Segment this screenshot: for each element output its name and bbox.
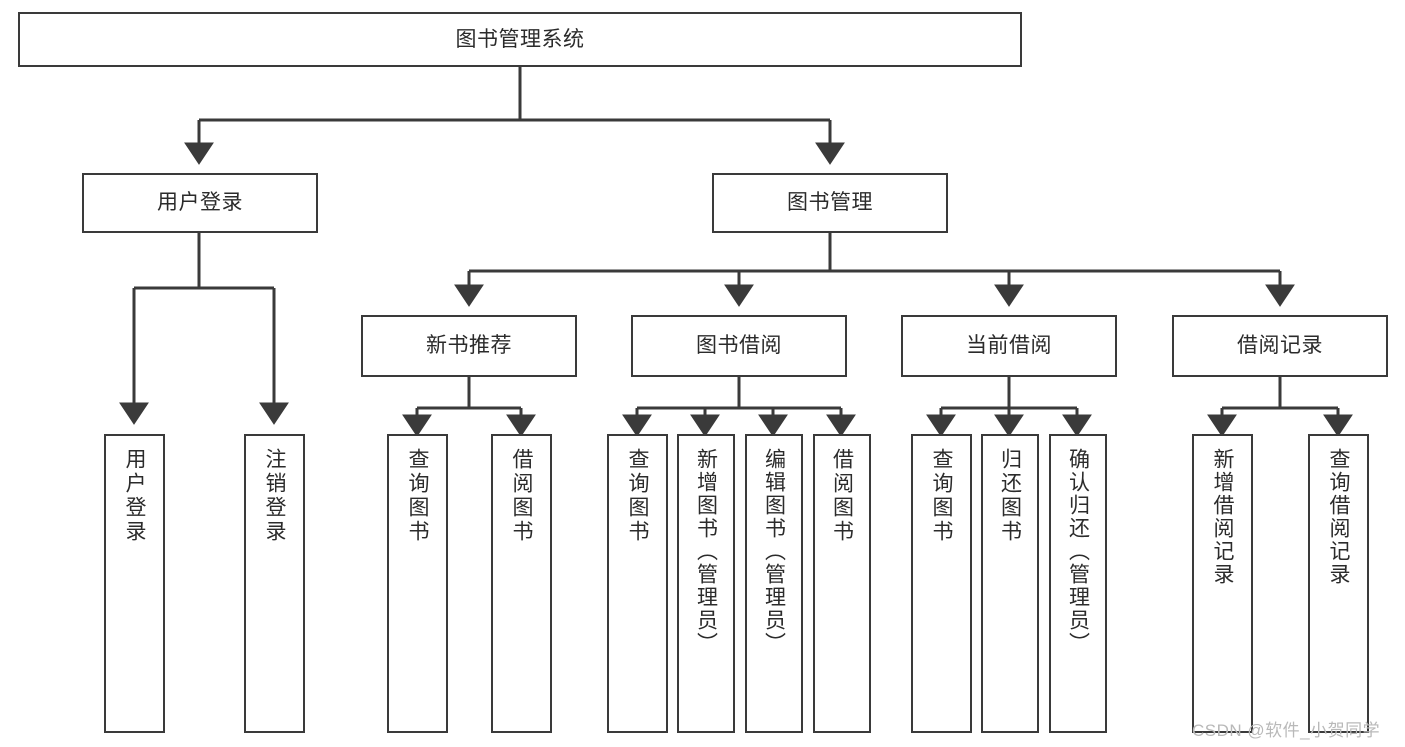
node-label: 注销登录 xyxy=(263,448,286,544)
node-label: 借阅图书 xyxy=(510,448,533,544)
node-label: 新增图书（管理员） xyxy=(694,448,718,655)
node-label: 图书管理系统 xyxy=(455,27,585,51)
leaf-records-add-record[interactable]: 新增借阅记录 xyxy=(1192,434,1253,733)
leaf-current-query-book[interactable]: 查询图书 xyxy=(911,434,972,733)
node-book-management[interactable]: 图书管理 xyxy=(712,173,948,233)
node-label: 查询图书 xyxy=(930,448,953,544)
node-label: 借阅图书 xyxy=(830,448,854,544)
node-label: 查询借阅记录 xyxy=(1327,448,1350,586)
leaf-borrow-query-book[interactable]: 查询图书 xyxy=(607,434,668,733)
node-label: 当前借阅 xyxy=(966,334,1052,358)
node-label: 新增借阅记录 xyxy=(1211,448,1234,586)
node-user-login[interactable]: 用户登录 xyxy=(82,173,318,233)
csdn-watermark: CSDN @软件_小贺同学 xyxy=(1192,721,1381,740)
node-label: 编辑图书（管理员） xyxy=(762,448,786,655)
leaf-borrow-borrow-book[interactable]: 借阅图书 xyxy=(813,434,871,733)
node-book-borrow[interactable]: 图书借阅 xyxy=(631,315,847,377)
leaf-user-login[interactable]: 用户登录 xyxy=(104,434,165,733)
node-label: 查询图书 xyxy=(406,448,429,544)
node-current-borrow[interactable]: 当前借阅 xyxy=(901,315,1117,377)
node-label: 图书管理 xyxy=(787,191,873,215)
leaf-borrow-add-book-admin[interactable]: 新增图书（管理员） xyxy=(677,434,735,733)
node-label: 用户登录 xyxy=(157,191,243,215)
node-label: 借阅记录 xyxy=(1237,334,1323,358)
node-label: 新书推荐 xyxy=(426,334,512,358)
node-label: 归还图书 xyxy=(998,448,1022,544)
leaf-recommend-query-book[interactable]: 查询图书 xyxy=(387,434,448,733)
node-label: 用户登录 xyxy=(123,448,146,544)
leaf-current-return-book[interactable]: 归还图书 xyxy=(981,434,1039,733)
node-label: 确认归还（管理员） xyxy=(1066,448,1090,655)
leaf-user-logout[interactable]: 注销登录 xyxy=(244,434,305,733)
node-label: 图书借阅 xyxy=(696,334,782,358)
leaf-borrow-edit-book-admin[interactable]: 编辑图书（管理员） xyxy=(745,434,803,733)
leaf-records-query-record[interactable]: 查询借阅记录 xyxy=(1308,434,1369,733)
node-new-book-recommend[interactable]: 新书推荐 xyxy=(361,315,577,377)
node-label: 查询图书 xyxy=(626,448,649,544)
leaf-current-confirm-return-admin[interactable]: 确认归还（管理员） xyxy=(1049,434,1107,733)
node-borrow-records[interactable]: 借阅记录 xyxy=(1172,315,1388,377)
node-root-system[interactable]: 图书管理系统 xyxy=(18,12,1022,67)
leaf-recommend-borrow-book[interactable]: 借阅图书 xyxy=(491,434,552,733)
